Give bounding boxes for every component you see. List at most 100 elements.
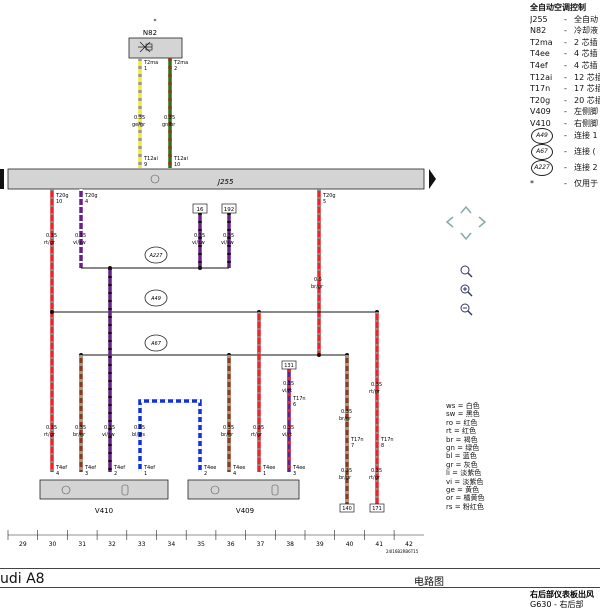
color-legend-item: vi = 淡紫色	[446, 477, 484, 486]
svg-text:8: 8	[381, 443, 384, 449]
svg-text:vi/sw: vi/sw	[73, 240, 86, 246]
connector-a227: A227	[149, 253, 164, 259]
ruler-label: 37	[257, 541, 265, 548]
svg-text:bl/ws: bl/ws	[132, 432, 145, 438]
svg-text:0.35: 0.35	[371, 468, 382, 474]
next-page-row: G630 - 右后部	[530, 600, 584, 609]
svg-text:br/gr: br/gr	[73, 432, 86, 438]
svg-text:T4ef: T4ef	[84, 465, 96, 471]
ruler-label: 42	[405, 541, 413, 548]
svg-text:vi/rt: vi/rt	[282, 388, 292, 394]
svg-text:0.35: 0.35	[194, 233, 205, 239]
ruler-label: 36	[227, 541, 235, 548]
zoom-controls[interactable]	[460, 265, 473, 316]
color-legend-item: rs = 粉红色	[446, 502, 484, 511]
legend-row: T17n-17 芯插	[530, 84, 600, 94]
splice-buses	[50, 266, 379, 357]
pan-down-icon	[460, 232, 472, 241]
color-legend-item: ge = 黄色	[446, 486, 480, 495]
svg-text:0.5: 0.5	[314, 277, 322, 283]
svg-text:0.35: 0.35	[134, 425, 145, 431]
svg-text:1: 1	[144, 471, 147, 477]
svg-text:T2ma: T2ma	[143, 60, 158, 66]
color-legend-item: bl = 蓝色	[446, 452, 477, 461]
color-legend-item: ro = 红色	[446, 418, 478, 427]
pan-up-icon	[460, 205, 472, 214]
n82-wires: T2ma 1 T2ma 2 0.35 ge/gr 0.35 gn/br T12a…	[132, 58, 188, 168]
svg-text:6: 6	[293, 402, 296, 408]
svg-text:T4ef: T4ef	[113, 465, 125, 471]
svg-text:rt/gr: rt/gr	[369, 475, 381, 481]
legend-row: J255-全自动	[530, 14, 598, 24]
v410-label: V410	[95, 507, 113, 515]
ref-box-171: 171	[372, 506, 382, 512]
svg-text:br/gr: br/gr	[311, 284, 324, 290]
svg-text:vi/sw: vi/sw	[221, 240, 234, 246]
legend-row: T2ma-2 芯插	[530, 37, 598, 47]
color-legend-item: sw = 黑色	[446, 410, 480, 419]
svg-text:rt/gr: rt/gr	[44, 240, 56, 246]
v409-label: V409	[236, 507, 254, 515]
pan-right-icon	[478, 216, 487, 228]
svg-text:9: 9	[144, 162, 147, 168]
ruler-label: 38	[286, 541, 294, 548]
svg-text:ge/gr: ge/gr	[132, 122, 146, 128]
legend-row: T4ef-4 芯插	[530, 60, 598, 70]
legend-row: N82-冷却液	[530, 26, 598, 36]
ref-box-140: 140	[342, 506, 352, 512]
ruler-label: 40	[346, 541, 354, 548]
color-legend-item: gn = 绿色	[446, 444, 480, 453]
svg-text:T4ef: T4ef	[143, 465, 155, 471]
svg-text:T4ef: T4ef	[55, 465, 67, 471]
svg-text:0.35: 0.35	[104, 425, 115, 431]
svg-text:T4ee: T4ee	[292, 465, 305, 471]
svg-text:T2ma: T2ma	[173, 60, 188, 66]
color-legend-item: li = 淡紫色	[446, 469, 482, 478]
pan-arrows[interactable]	[445, 205, 487, 241]
ruler-label: 39	[316, 541, 324, 548]
ruler-label: 30	[49, 541, 57, 548]
svg-text:4: 4	[56, 471, 59, 477]
ref-box-131: 131	[284, 363, 294, 369]
v409-motor: V409	[187, 479, 300, 515]
svg-text:0.35: 0.35	[283, 381, 294, 387]
zoom-reset-icon	[460, 284, 473, 297]
svg-text:1: 1	[263, 471, 266, 477]
svg-text:0.35: 0.35	[75, 425, 86, 431]
svg-text:1: 1	[144, 66, 147, 72]
svg-text:0.35: 0.35	[341, 409, 352, 415]
j255-label: J255	[216, 178, 234, 186]
lower-wires	[79, 268, 379, 505]
connector-a67: A67	[150, 341, 162, 347]
svg-text:5: 5	[323, 199, 326, 205]
svg-text:3: 3	[293, 471, 296, 477]
ruler-label: 35	[197, 541, 205, 548]
legend-row: T4ee-4 芯插	[530, 49, 598, 59]
svg-text:4: 4	[233, 471, 236, 477]
svg-text:3: 3	[85, 471, 88, 477]
legend-title: 全自动空调控制	[530, 3, 586, 12]
svg-text:rt/gr: rt/gr	[44, 432, 56, 438]
diagram-code: 24I16B2RB6T15	[386, 549, 419, 554]
color-legend-item: gr = 灰色	[446, 460, 478, 469]
legend-row: V409-左侧脚	[530, 107, 598, 117]
color-legend-item: ws = 白色	[446, 402, 480, 410]
svg-text:rt/gr: rt/gr	[251, 432, 263, 438]
legend-row: V410-右侧脚	[530, 118, 598, 128]
svg-text:2: 2	[114, 471, 117, 477]
ruler-label: 32	[108, 541, 116, 548]
svg-text:0.35: 0.35	[46, 425, 57, 431]
svg-text:T4ee: T4ee	[203, 465, 216, 471]
zoom-out-icon	[460, 303, 473, 316]
svg-text:4: 4	[85, 199, 88, 205]
svg-text:T20g: T20g	[322, 193, 336, 199]
svg-text:T20g: T20g	[55, 193, 69, 199]
svg-text:vi/rt: vi/rt	[282, 432, 292, 438]
n82-star: *	[154, 18, 157, 25]
svg-text:T17n: T17n	[350, 437, 364, 443]
ref-box-192: 192	[224, 207, 235, 213]
svg-text:vi/sw: vi/sw	[102, 432, 115, 438]
